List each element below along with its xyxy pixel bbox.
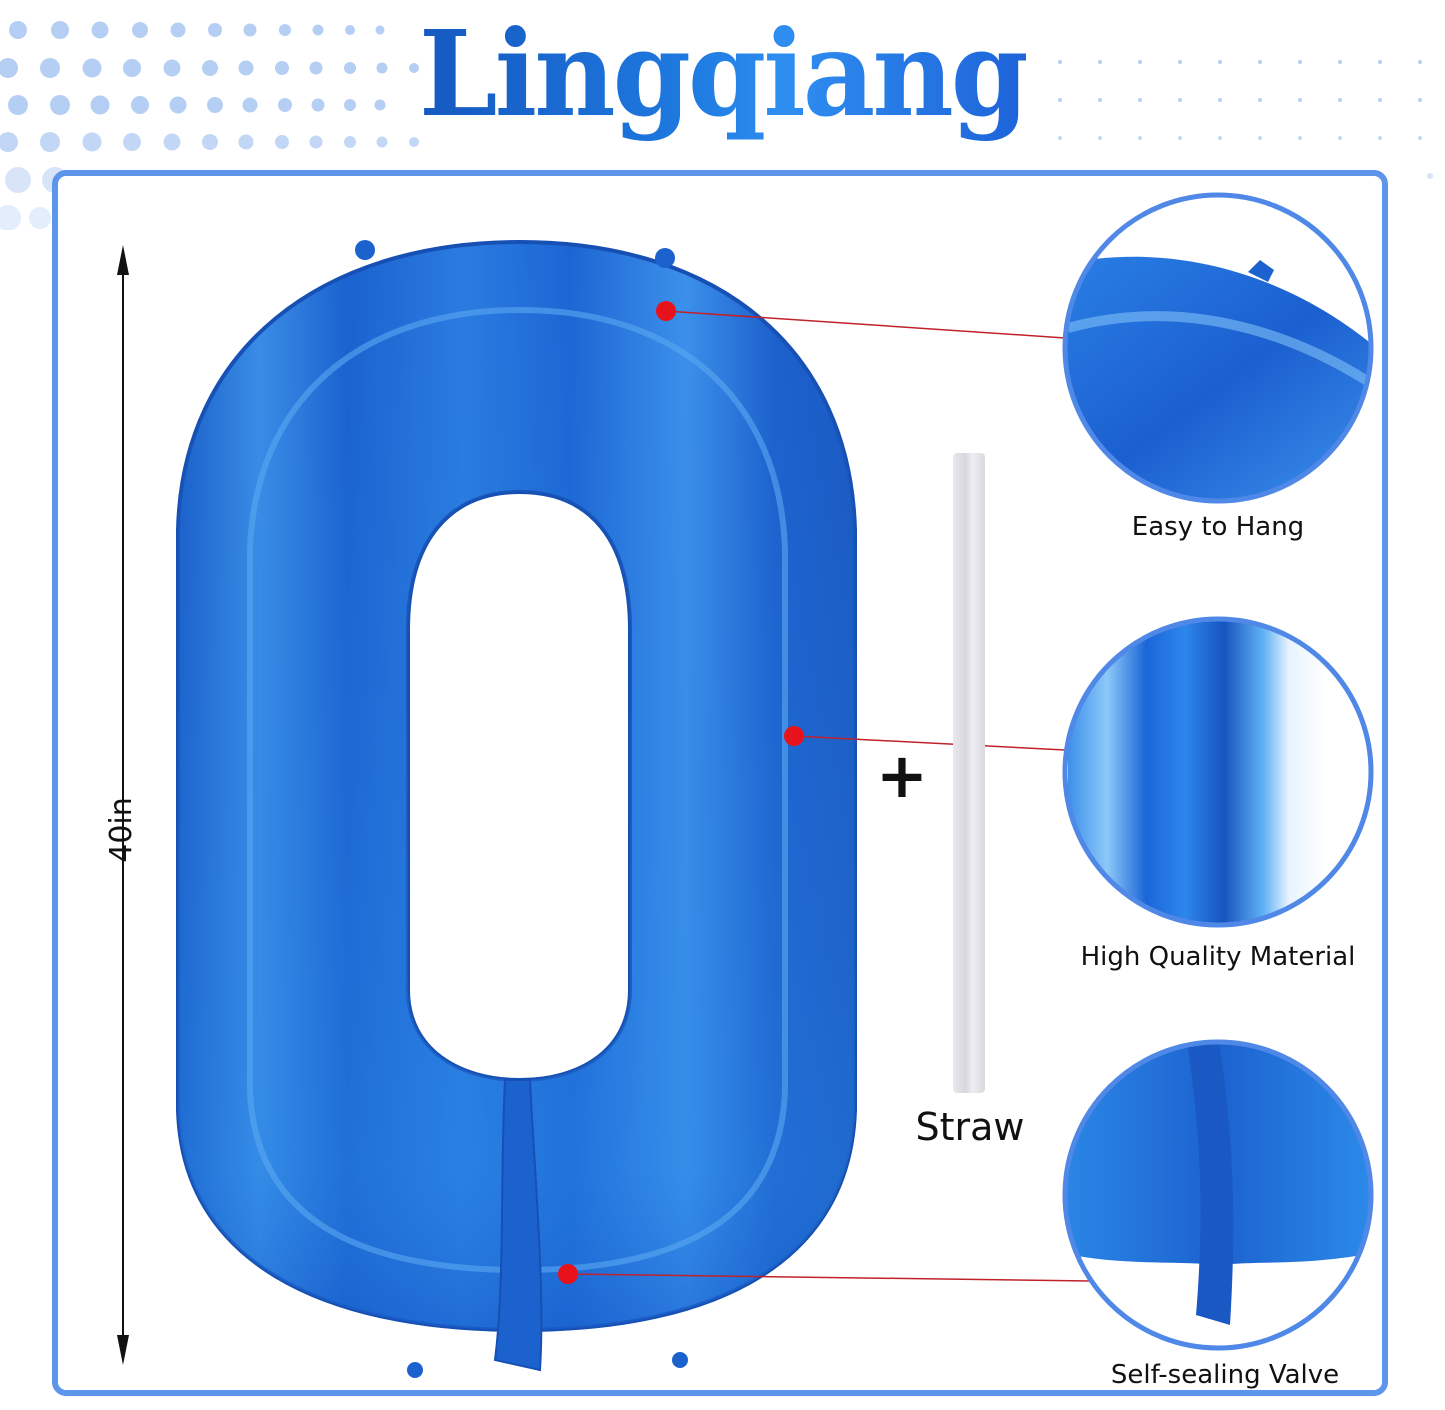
feature-detail-valve — [1062, 1039, 1374, 1351]
brand-title: Lingqiang — [419, 0, 1029, 154]
number-zero-balloon-icon — [176, 239, 857, 1378]
dimension-arrow-icon — [117, 245, 129, 1365]
feature-label-easy-to-hang: Easy to Hang — [1131, 512, 1305, 542]
straw-label: Straw — [915, 1105, 1025, 1149]
feature-detail-easy-to-hang — [1062, 192, 1374, 504]
callout-marker-icon — [784, 726, 804, 746]
callout-marker-icon — [558, 1264, 578, 1284]
brand-header: Lingqiang — [0, 0, 1445, 160]
feature-label-material: High Quality Material — [1080, 942, 1356, 972]
feature-detail-material — [1062, 616, 1374, 928]
callout-marker-icon — [656, 301, 676, 321]
straw-image — [953, 453, 985, 1093]
feature-label-valve: Self-sealing Valve — [1110, 1360, 1340, 1390]
plus-icon: + — [876, 739, 928, 812]
